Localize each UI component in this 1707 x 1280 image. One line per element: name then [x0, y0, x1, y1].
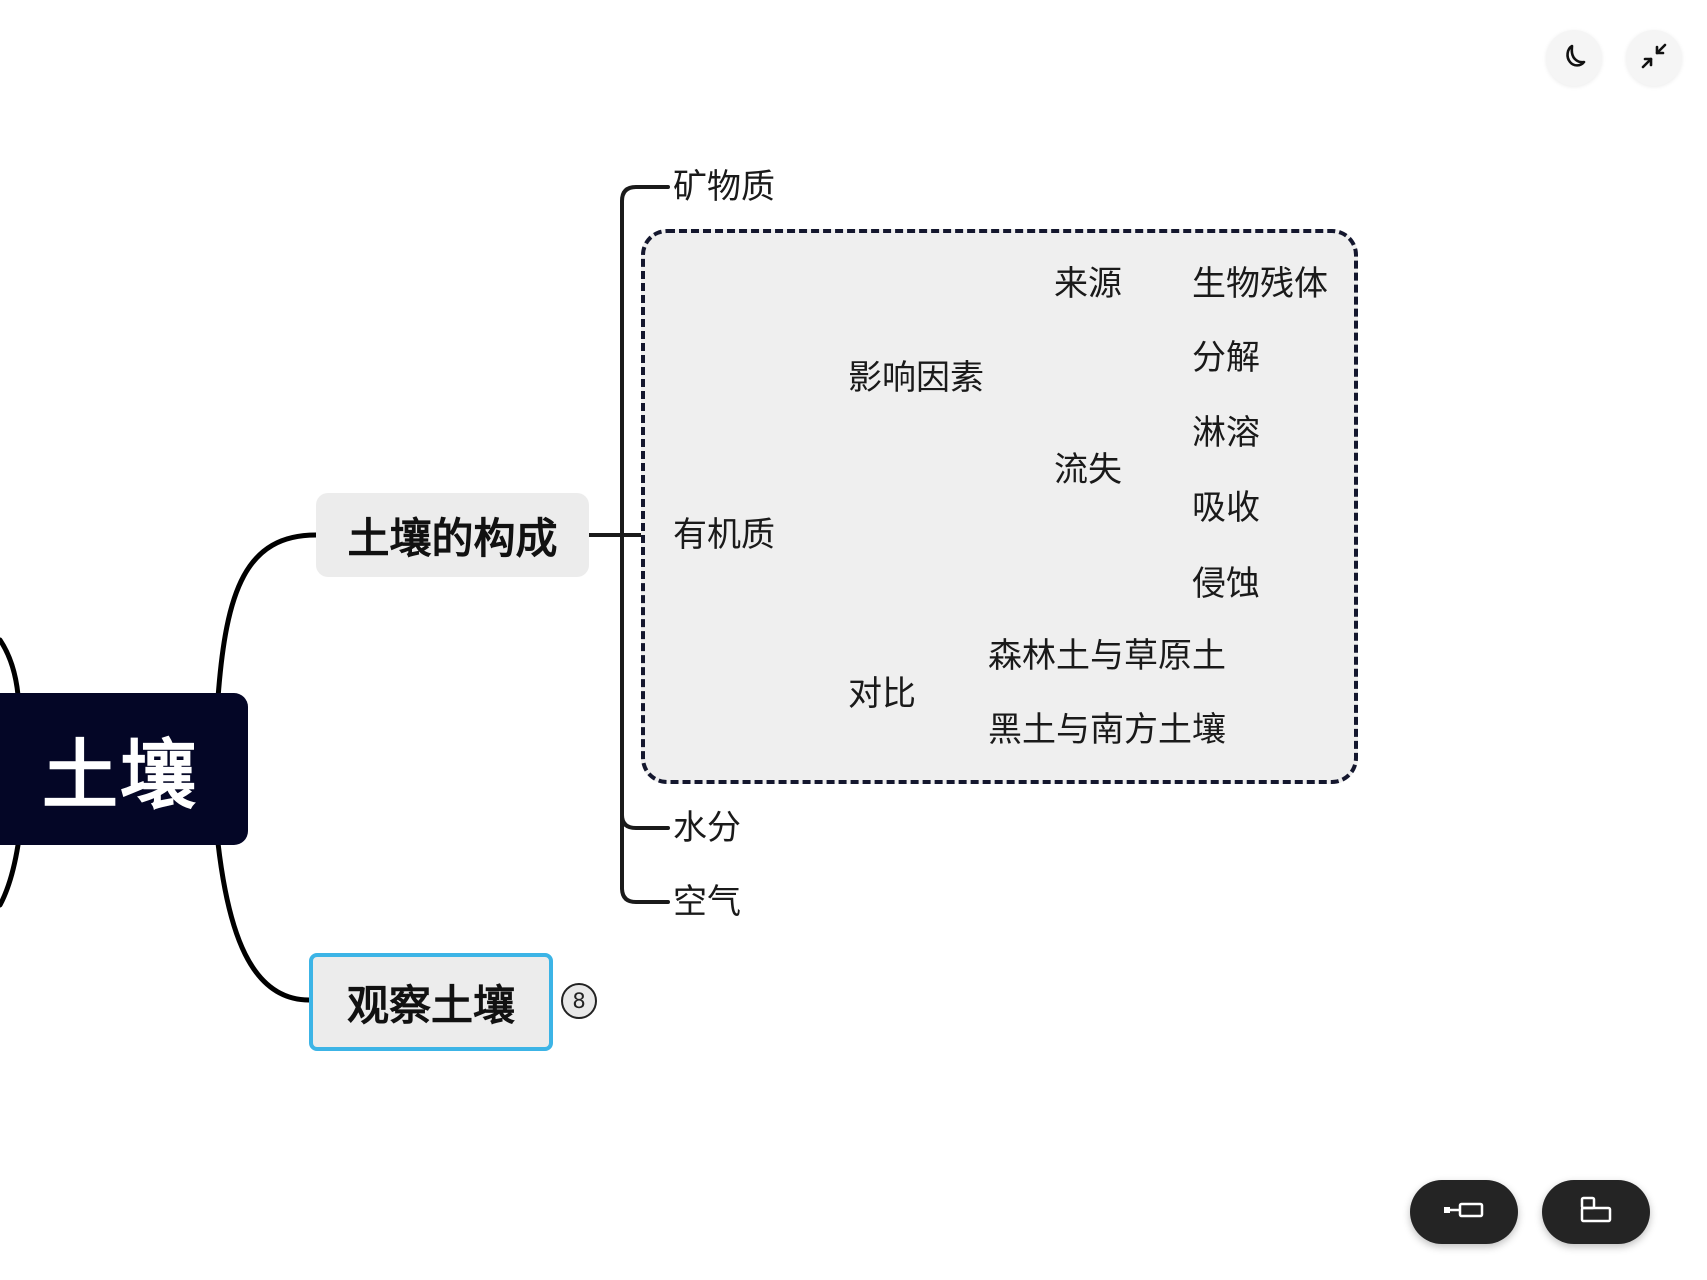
composition-bracket-line [620, 185, 670, 904]
outline-view-button[interactable] [1410, 1180, 1518, 1244]
topic-air[interactable]: 空气 [673, 882, 741, 922]
dark-mode-button[interactable] [1546, 30, 1602, 86]
root-to-composition-line [215, 532, 319, 701]
composition-to-water-line [620, 813, 670, 830]
topic-loss[interactable]: 流失 [1054, 450, 1122, 490]
collapsed-count-badge[interactable]: 8 [561, 983, 597, 1019]
layout-button[interactable] [1542, 1180, 1650, 1244]
exit-fullscreen-button[interactable] [1626, 30, 1682, 86]
root-left-curve-bottom [0, 842, 21, 908]
root-to-observe-line [215, 840, 312, 1003]
topic-observe-selected[interactable]: 观察土壤 [309, 953, 553, 1051]
topic-composition-label: 土壤的构成 [347, 513, 558, 563]
topic-black-south[interactable]: 黑土与南方土壤 [988, 710, 1226, 750]
topic-forest-grass[interactable]: 森林土与草原土 [988, 636, 1226, 676]
layout-icon [1578, 1195, 1614, 1229]
topic-erosion[interactable]: 侵蚀 [1192, 564, 1260, 604]
collapse-icon [1639, 41, 1669, 75]
topic-organic[interactable]: 有机质 [673, 515, 775, 555]
topic-source[interactable]: 来源 [1054, 264, 1122, 304]
topic-minerals[interactable]: 矿物质 [673, 167, 775, 207]
topic-decompose[interactable]: 分解 [1192, 338, 1260, 378]
topic-compare[interactable]: 对比 [848, 674, 916, 714]
topic-remains[interactable]: 生物残体 [1192, 264, 1328, 304]
outline-view-icon [1442, 1200, 1486, 1224]
organic-boundary-group[interactable] [641, 229, 1358, 784]
topic-absorb[interactable]: 吸收 [1192, 488, 1260, 528]
topic-leaching[interactable]: 淋溶 [1192, 413, 1260, 453]
root-topic-label: 土壤 [42, 731, 198, 820]
topic-factors[interactable]: 影响因素 [848, 358, 984, 398]
topic-observe-label: 观察土壤 [346, 980, 515, 1030]
root-topic[interactable]: 土壤 [0, 693, 248, 845]
topic-water[interactable]: 水分 [673, 808, 741, 848]
moon-icon [1559, 41, 1589, 75]
root-left-curve-top [0, 637, 21, 698]
topic-composition[interactable]: 土壤的构成 [316, 493, 589, 577]
collapsed-count-label: 8 [572, 989, 586, 1013]
